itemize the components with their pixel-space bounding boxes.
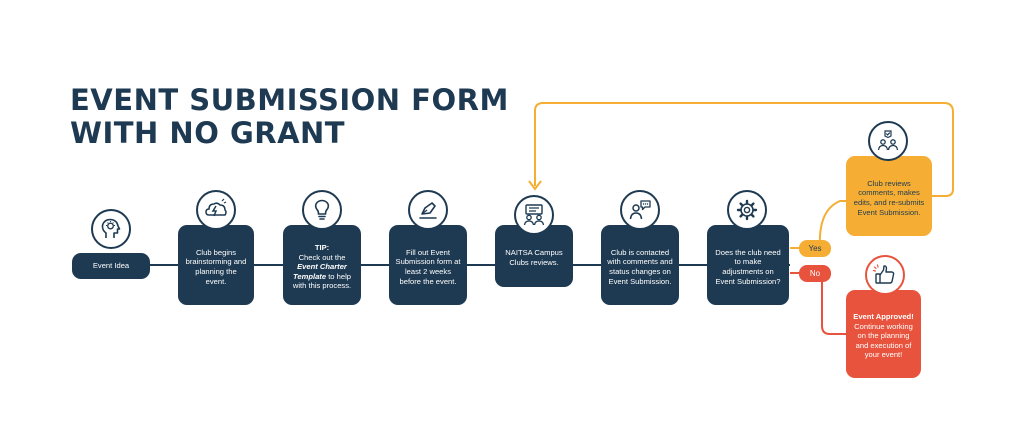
page-title: EVENT SUBMISSION FORM WITH NO GRANT <box>70 83 509 150</box>
step-event-idea: Event Idea <box>72 253 150 279</box>
brainstorm-cloud-icon <box>196 190 236 230</box>
step-brainstorming: Club begins brainstorming and planning t… <box>178 225 254 305</box>
head-lightbulb-icon <box>91 209 131 249</box>
pen-nib-icon <box>408 190 448 230</box>
outcome-approved: Event Approved! Continue working on the … <box>846 290 921 378</box>
lightbulb-icon <box>302 190 342 230</box>
step-adjustment-decision-text: Does the club need to make adjustments o… <box>715 247 781 286</box>
thumbs-up-icon <box>865 255 905 295</box>
step-club-contacted-text: Club is contacted with comments and stat… <box>607 247 673 286</box>
yes-label: Yes <box>799 240 831 257</box>
tip-template-name: Event Charter Template <box>293 262 347 281</box>
outcome-resubmit-text: Club reviews comments, makes edits, and … <box>853 178 925 217</box>
team-check-icon <box>868 121 908 161</box>
step-fill-form-text: Fill out Event Submission form at least … <box>395 247 461 286</box>
step-adjustment-decision: Does the club need to make adjustments o… <box>707 225 789 305</box>
outcome-approved-text: Event Approved! Continue working on the … <box>852 312 915 360</box>
tip-text-2: to help with this process. <box>292 271 352 291</box>
tip-label: TIP: <box>314 243 330 253</box>
outcome-approved-title: Event Approved! <box>853 312 914 322</box>
gear-icon <box>727 190 767 230</box>
step-tip-text: TIP: Check out the Event Charter Templat… <box>289 243 355 291</box>
step-fill-form: Fill out Event Submission form at least … <box>389 225 467 305</box>
step-naitsa-review: NAITSA Campus Clubs reviews. <box>495 225 573 287</box>
person-chat-icon <box>620 190 660 230</box>
step-naitsa-review-text: NAITSA Campus Clubs reviews. <box>505 248 563 267</box>
tip-text-1: Check out the <box>298 252 346 262</box>
step-brainstorming-text: Club begins brainstorming and planning t… <box>185 247 247 286</box>
step-event-idea-text: Event Idea <box>92 261 130 271</box>
no-label: No <box>799 265 831 282</box>
no-branch-line <box>790 272 846 335</box>
outcome-approved-body: Continue working on the planning and exe… <box>854 321 913 360</box>
resubmit-loop-line <box>534 102 954 197</box>
step-club-contacted: Club is contacted with comments and stat… <box>601 225 679 305</box>
outcome-resubmit: Club reviews comments, makes edits, and … <box>846 156 932 236</box>
step-tip: TIP: Check out the Event Charter Templat… <box>283 225 361 305</box>
people-review-icon <box>514 195 554 235</box>
resubmit-arrowhead <box>528 180 542 191</box>
